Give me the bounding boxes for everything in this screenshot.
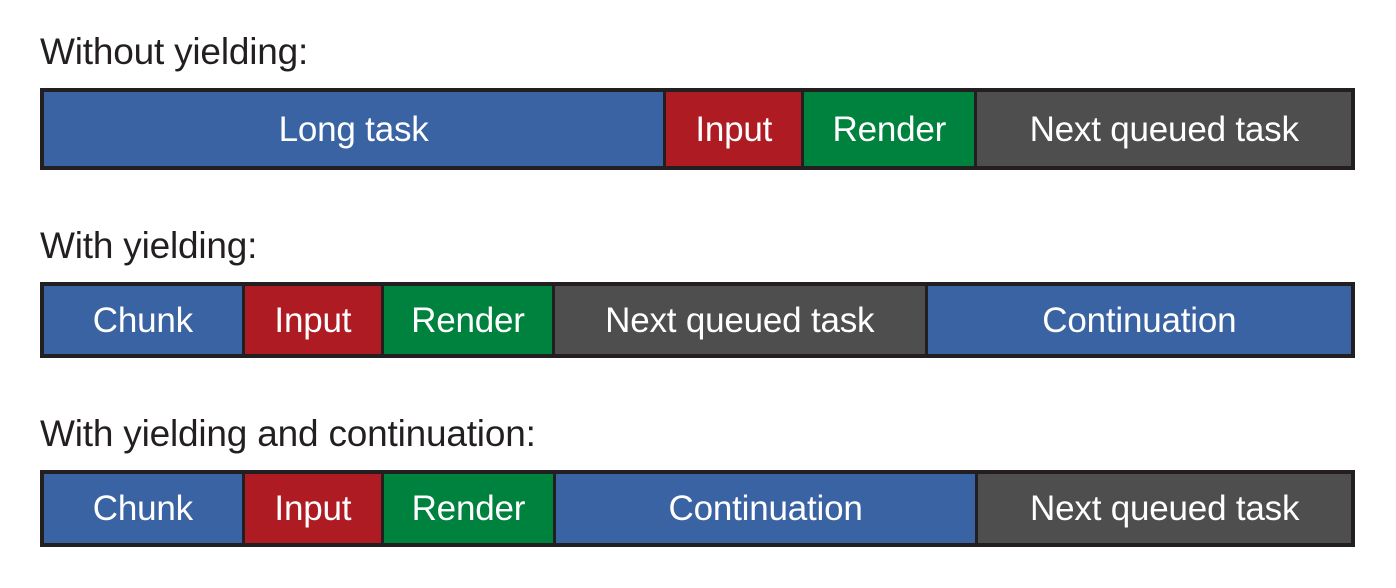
segment-render: Render [804, 92, 978, 166]
timeline-bar-without-yielding: Long task Input Render Next queued task [40, 88, 1355, 170]
segment-render: Render [383, 286, 555, 354]
row-label-with-yielding-and-continuation: With yielding and continuation: [40, 413, 536, 454]
timeline-bar-with-yielding: Chunk Input Render Next queued task Cont… [40, 282, 1355, 358]
segment-input: Input [666, 92, 805, 166]
segment-next-queued-task: Next queued task [978, 474, 1351, 543]
segment-chunk: Chunk [44, 286, 245, 354]
diagram-row-with-yielding: With yielding: Chunk Input Render Next q… [40, 226, 1355, 358]
segment-continuation: Continuation [555, 474, 979, 543]
segment-chunk: Chunk [44, 474, 245, 543]
row-label-with-yielding: With yielding: [40, 225, 258, 266]
segment-continuation: Continuation [927, 286, 1351, 354]
segment-next-queued-task: Next queued task [977, 92, 1351, 166]
row-label-without-yielding: Without yielding: [40, 31, 309, 72]
segment-input: Input [244, 286, 384, 354]
diagram-row-with-yielding-and-continuation: With yielding and continuation: Chunk In… [40, 414, 1355, 547]
segment-next-queued-task: Next queued task [554, 286, 928, 354]
diagram-row-without-yielding: Without yielding: Long task Input Render… [40, 32, 1355, 170]
segment-render: Render [383, 474, 556, 543]
timeline-bar-with-yielding-and-continuation: Chunk Input Render Continuation Next que… [40, 470, 1355, 547]
segment-input: Input [244, 474, 384, 543]
segment-long-task: Long task [44, 92, 667, 166]
